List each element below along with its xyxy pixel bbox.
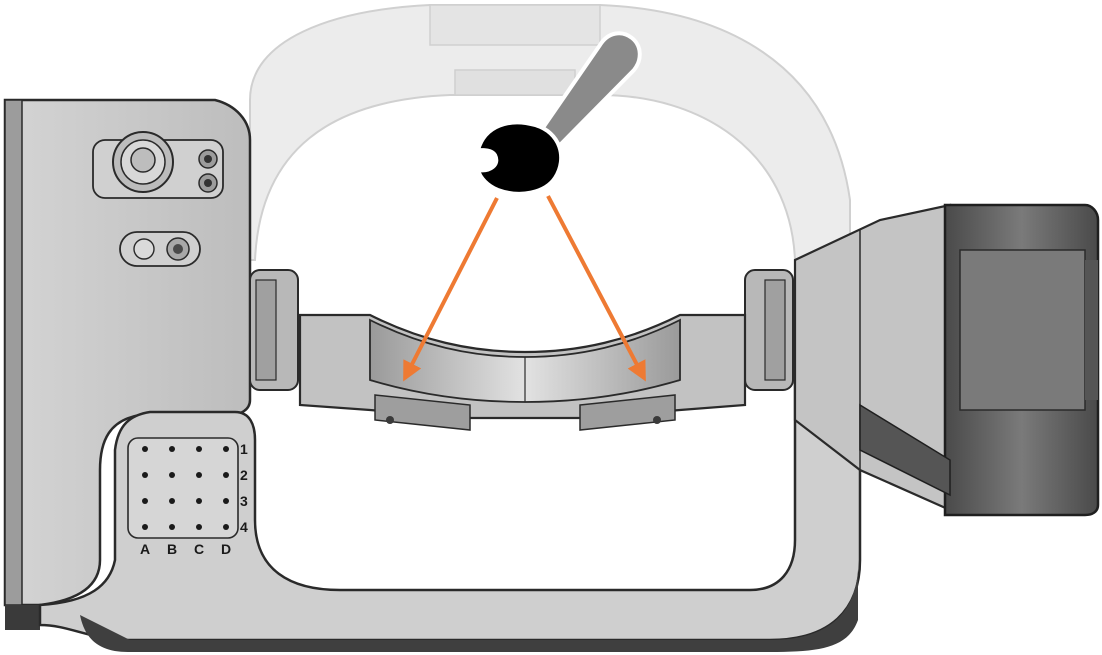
right-battery-housing <box>859 203 1100 517</box>
grid-column-label: B <box>167 541 177 557</box>
grid-dot-c1 <box>196 446 202 452</box>
grid-row-label: 4 <box>240 519 248 535</box>
right-hinge <box>744 269 794 391</box>
grid-dot-d1 <box>223 446 229 452</box>
arrow-to-right-lens <box>546 195 646 382</box>
cleaning-brush-icon <box>475 31 642 196</box>
grid-dots <box>142 446 229 530</box>
left-hinge <box>249 269 299 391</box>
grid-column-label: D <box>221 541 231 557</box>
grid-dot-c2 <box>196 472 202 478</box>
grid-dot-d3 <box>223 498 229 504</box>
grid-column-label: C <box>194 541 204 557</box>
grid-dot-b2 <box>169 472 175 478</box>
grid-dot-c3 <box>196 498 202 504</box>
control-knob[interactable] <box>92 131 224 199</box>
grid-row-label: 3 <box>240 493 248 509</box>
grid-labels: 1 2 3 4A B C D <box>140 441 248 557</box>
grid-column-label: A <box>140 541 150 557</box>
grid-dot-c4 <box>196 524 202 530</box>
grid-dot-a2 <box>142 472 148 478</box>
arrow-to-left-lens <box>403 197 499 382</box>
lens-module <box>298 313 747 431</box>
grid-row-label: 1 <box>240 441 248 457</box>
grid-dot-b1 <box>169 446 175 452</box>
port-with-screw <box>119 231 201 267</box>
grid-dot-d2 <box>223 472 229 478</box>
grid-dot-b3 <box>169 498 175 504</box>
grid-dot-a3 <box>142 498 148 504</box>
dot-grid-panel: 1 2 3 4A B C D <box>127 437 248 557</box>
grid-dot-d4 <box>223 524 229 530</box>
grid-row-label: 2 <box>240 467 248 483</box>
screw-lower <box>198 173 218 193</box>
left-housing <box>3 98 252 630</box>
screw-upper <box>198 149 218 169</box>
grid-dot-a4 <box>142 524 148 530</box>
bottom-headband <box>38 298 862 652</box>
grid-dot-a1 <box>142 446 148 452</box>
grid-dot-b4 <box>169 524 175 530</box>
